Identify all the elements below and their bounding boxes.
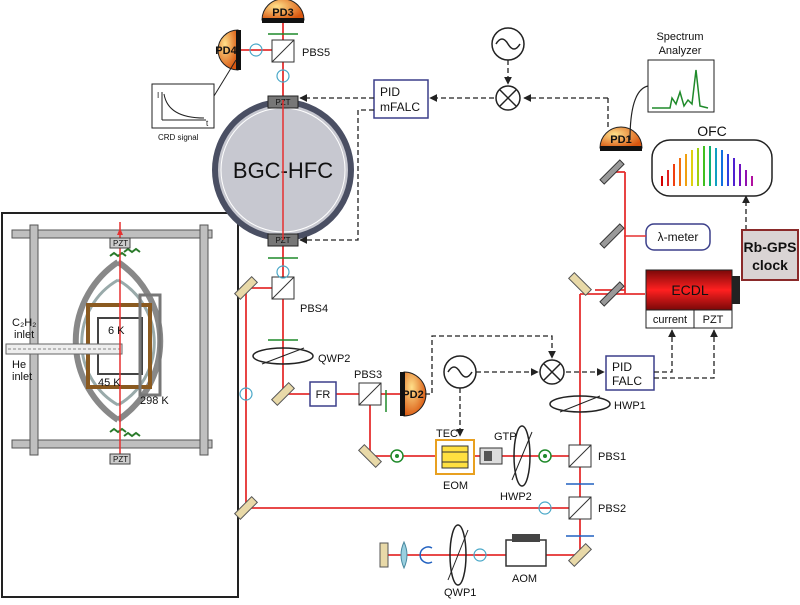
crd-axis-i: I	[157, 91, 159, 100]
ecdl-label: ECDL	[671, 282, 709, 298]
qwp2-label: QWP2	[318, 353, 350, 365]
tec-label: TEC	[436, 428, 458, 440]
oscillator-mid	[443, 355, 477, 389]
pid-falc-line1: PID	[612, 360, 632, 374]
inset-pzt-bottom-label: PZT	[113, 455, 128, 464]
pid-mfalc-box: PID mFALC	[373, 79, 429, 119]
pbs3-label: PBS3	[354, 369, 382, 381]
photodiode-pd1: PD1	[599, 126, 643, 151]
inset-c2h2-label: C₂H₂	[12, 317, 36, 329]
inset-45k-label: 45 K	[98, 377, 121, 389]
eom: TEC EOM	[435, 428, 475, 492]
pbs3: PBS3	[354, 369, 382, 406]
rbgps-clock: Rb-GPS clock	[741, 229, 799, 281]
pbs2-label: PBS2	[598, 503, 626, 515]
aom: AOM	[505, 534, 547, 585]
inset-inlet1-label: inlet	[14, 329, 34, 341]
bgc-hfc-cavity: BGC-HFC PZT PZT	[212, 95, 354, 247]
mirrors	[233, 271, 593, 568]
photodiode-pd2: PD2	[400, 371, 427, 417]
photodiode-pd4: PD4	[215, 29, 241, 71]
inset-pzt-top-label: PZT	[113, 239, 128, 248]
fr-label: FR	[316, 389, 331, 401]
crd-signal-label: CRD signal	[158, 133, 199, 142]
eom-label: EOM	[443, 480, 468, 492]
spectrum-line2: Analyzer	[659, 45, 702, 57]
rbgps-line1: Rb-GPS	[744, 239, 797, 255]
gtp: GTP	[479, 431, 517, 465]
pd2-label: PD2	[402, 389, 423, 401]
hwp2: HWP2	[500, 425, 533, 503]
mixer-top	[495, 85, 521, 111]
inset-6k-label: 6 K	[108, 325, 125, 337]
faraday-rotator: FR	[309, 381, 337, 407]
pd4-label: PD4	[215, 45, 237, 57]
inset-298k-label: 298 K	[140, 395, 169, 407]
pbs5: PBS5	[271, 39, 330, 63]
photodiode-pd3: PD3	[261, 0, 305, 23]
inset-inlet2-label: inlet	[12, 371, 32, 383]
pd3-label: PD3	[272, 7, 293, 19]
pbs5-label: PBS5	[302, 47, 330, 59]
rbgps-line2: clock	[752, 257, 788, 273]
cryostat-inset: PZT PZT C₂H₂ inlet He inlet 6 K 45 K 298…	[1, 212, 239, 598]
ecdl: ECDL current PZT	[645, 269, 740, 329]
spectrum-analyzer: Spectrum Analyzer	[629, 31, 715, 141]
pd1-label: PD1	[610, 134, 631, 146]
feedback-lines	[299, 60, 750, 437]
lambda-meter: λ-meter	[624, 223, 711, 251]
hwp2-label: HWP2	[500, 491, 532, 503]
hwp1: HWP1	[549, 395, 646, 413]
green-arrows	[268, 33, 387, 412]
pbs1-label: PBS1	[598, 451, 626, 463]
gtp-label: GTP	[494, 431, 517, 443]
aom-label: AOM	[512, 573, 537, 585]
pid-mfalc-line2: mFALC	[380, 100, 420, 114]
hwp1-label: HWP1	[614, 400, 646, 412]
qwp1: QWP1	[444, 524, 476, 599]
pid-mfalc-line1: PID	[380, 85, 400, 99]
crd-axis-t: t	[206, 119, 209, 128]
pbs4: PBS4	[271, 276, 328, 315]
polarization-markers	[239, 43, 552, 562]
green-dots	[390, 449, 552, 463]
mixer-mid	[539, 359, 565, 385]
pid-falc-line2: FALC	[612, 374, 642, 388]
spectrum-line1: Spectrum	[656, 31, 703, 43]
pzt-ecdl-label: PZT	[703, 314, 724, 326]
inset-he-label: He	[12, 359, 26, 371]
pzt-bottom-label: PZT	[275, 236, 290, 245]
blue-arrows	[566, 483, 594, 537]
current-label: current	[653, 314, 687, 326]
qwp2: QWP2	[252, 347, 350, 365]
ofc-label: OFC	[697, 123, 727, 139]
lambda-meter-label: λ-meter	[658, 230, 699, 244]
pbs4-label: PBS4	[300, 303, 328, 315]
ofc: OFC	[651, 123, 773, 197]
oscillator-top	[491, 27, 525, 61]
pbs1: PBS1	[568, 444, 626, 468]
pid-falc-box: PID FALC	[605, 355, 655, 391]
lens-pair	[400, 540, 433, 570]
grey-mirrors	[599, 159, 625, 307]
pbs2: PBS2	[568, 496, 626, 520]
qwp1-label: QWP1	[444, 587, 476, 599]
crd-signal-box: I t CRD signal	[151, 59, 237, 142]
